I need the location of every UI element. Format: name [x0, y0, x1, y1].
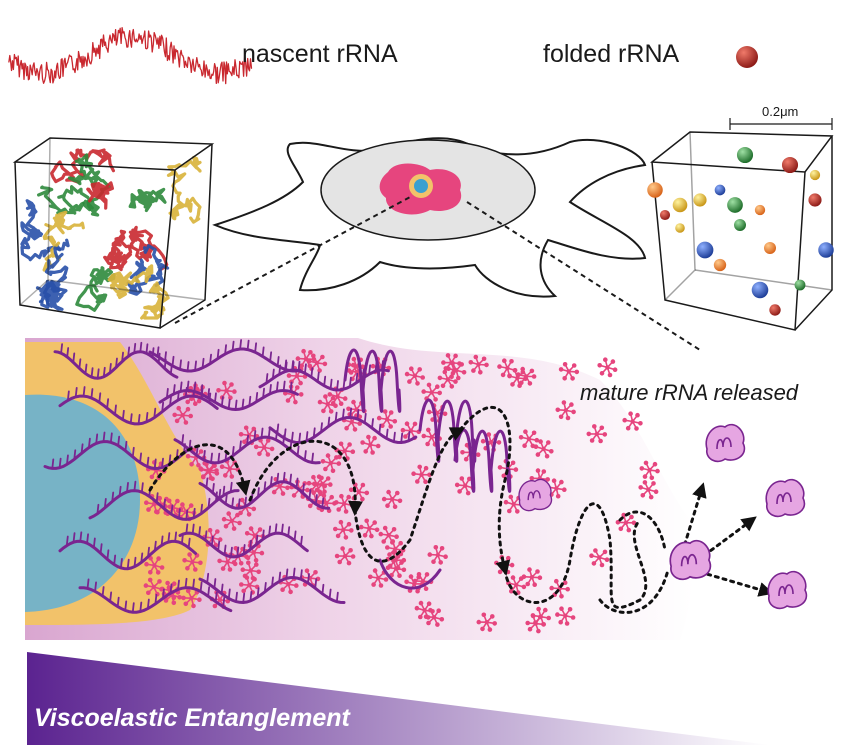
folded-rrna-label: folded rRNA — [543, 40, 680, 68]
nucleolus-zoom — [25, 338, 808, 640]
release-path — [148, 406, 774, 614]
folded-rrna-cube — [647, 118, 834, 331]
mature-rrna-released-label: mature rRNA released — [580, 380, 799, 405]
fibrillar-center-region — [25, 394, 140, 612]
cell — [212, 137, 647, 298]
scale-bar — [729, 118, 833, 130]
nascent-rrna-chain — [8, 27, 253, 85]
dense-core — [414, 179, 428, 193]
nascent-rrna-label: nascent rRNA — [242, 40, 398, 68]
viscoelastic-entanglement-label: Viscoelastic Entanglement — [34, 704, 350, 732]
zoom-lines — [174, 195, 701, 351]
entangled-polymer-cube — [12, 137, 215, 329]
scale-bar-label: 0.2μm — [762, 104, 799, 119]
folded-rrna-sphere — [736, 46, 758, 68]
viscoelastic-gradient-bar — [27, 652, 770, 745]
